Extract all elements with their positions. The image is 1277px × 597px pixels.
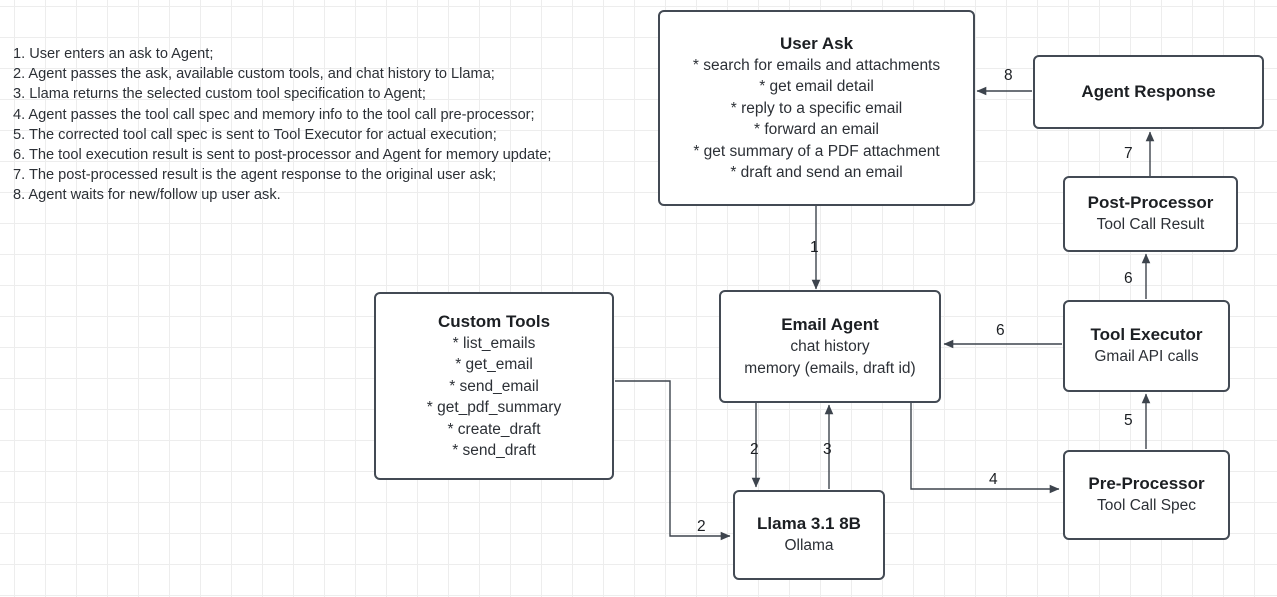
edge-label-6-agent: 6 <box>996 322 1005 339</box>
node-post-processor-subtitle: Tool Call Result <box>1096 216 1205 234</box>
node-tool-executor[interactable]: Tool Executor Gmail API calls <box>1063 300 1230 392</box>
node-pre-processor-title: Pre-Processor <box>1088 474 1205 494</box>
step-item: 7. The post-processed result is the agen… <box>13 167 497 184</box>
node-tool-executor-title: Tool Executor <box>1090 325 1203 345</box>
node-agent-response[interactable]: Agent Response <box>1033 55 1264 129</box>
node-user-ask-title: User Ask <box>779 33 854 53</box>
node-custom-tools[interactable]: Custom Tools * list_emails * get_email *… <box>374 292 614 480</box>
node-user-ask-item: * forward an email <box>754 121 879 138</box>
node-llama-subtitle: Ollama <box>784 537 834 555</box>
node-tool-executor-subtitle: Gmail API calls <box>1094 348 1199 366</box>
node-email-agent-title: Email Agent <box>781 315 879 334</box>
edge-label-8: 8 <box>1004 67 1013 84</box>
node-agent-response-title: Agent Response <box>1081 82 1216 101</box>
edge-label-4: 4 <box>989 471 998 488</box>
edge-label-1: 1 <box>810 239 819 256</box>
step-item: 3. Llama returns the selected custom too… <box>13 86 426 103</box>
node-user-ask[interactable]: User Ask * search for emails and attachm… <box>658 10 975 206</box>
node-custom-tools-item: * list_emails <box>452 334 536 352</box>
node-custom-tools-item: * create_draft <box>447 420 541 438</box>
node-user-ask-item: * draft and send an email <box>730 164 903 181</box>
node-pre-processor[interactable]: Pre-Processor Tool Call Spec <box>1063 450 1230 540</box>
node-user-ask-item: * reply to a specific email <box>730 99 903 117</box>
node-post-processor[interactable]: Post-Processor Tool Call Result <box>1063 176 1238 252</box>
node-llama-title: Llama 3.1 8B <box>757 514 861 534</box>
edge-label-2-tools: 2 <box>697 518 706 535</box>
step-item: 4. Agent passes the tool call spec and m… <box>13 106 535 123</box>
edge-label-3: 3 <box>823 441 832 458</box>
step-item: 8. Agent waits for new/follow up user as… <box>13 187 281 204</box>
process-steps-list: 1. User enters an ask to Agent; 2. Agent… <box>13 44 653 206</box>
edge-custom-tools-to-llama <box>615 380 731 541</box>
node-custom-tools-item: * get_email <box>455 356 533 373</box>
edge-label-7: 7 <box>1124 145 1133 162</box>
node-email-agent-subtitle-2: memory (emails, draft id) <box>744 359 916 377</box>
node-custom-tools-item: * get_pdf_summary <box>426 399 562 416</box>
node-user-ask-item: * get email detail <box>759 78 874 95</box>
edge-label-5: 5 <box>1124 412 1133 429</box>
node-email-agent[interactable]: Email Agent chat history memory (emails,… <box>719 290 941 403</box>
edge-email-agent-to-pre-processor <box>910 403 1060 494</box>
node-email-agent-subtitle-1: chat history <box>790 338 870 355</box>
step-item: 2. Agent passes the ask, available custo… <box>13 66 495 83</box>
step-item: 5. The corrected tool call spec is sent … <box>13 126 497 143</box>
edge-label-6-post: 6 <box>1124 270 1133 287</box>
node-pre-processor-subtitle: Tool Call Spec <box>1096 497 1197 515</box>
step-item: 1. User enters an ask to Agent; <box>13 46 214 62</box>
node-user-ask-item: * get summary of a PDF attachment <box>693 142 940 160</box>
node-custom-tools-item: * send_email <box>449 377 539 395</box>
edge-label-2-agent: 2 <box>750 441 759 458</box>
node-custom-tools-title: Custom Tools <box>437 311 551 331</box>
node-post-processor-title: Post-Processor <box>1087 193 1214 213</box>
node-custom-tools-item: * send_draft <box>452 442 536 459</box>
node-user-ask-item: * search for emails and attachments <box>692 56 941 74</box>
step-item: 6. The tool execution result is sent to … <box>13 147 552 164</box>
node-llama[interactable]: Llama 3.1 8B Ollama <box>733 490 885 580</box>
